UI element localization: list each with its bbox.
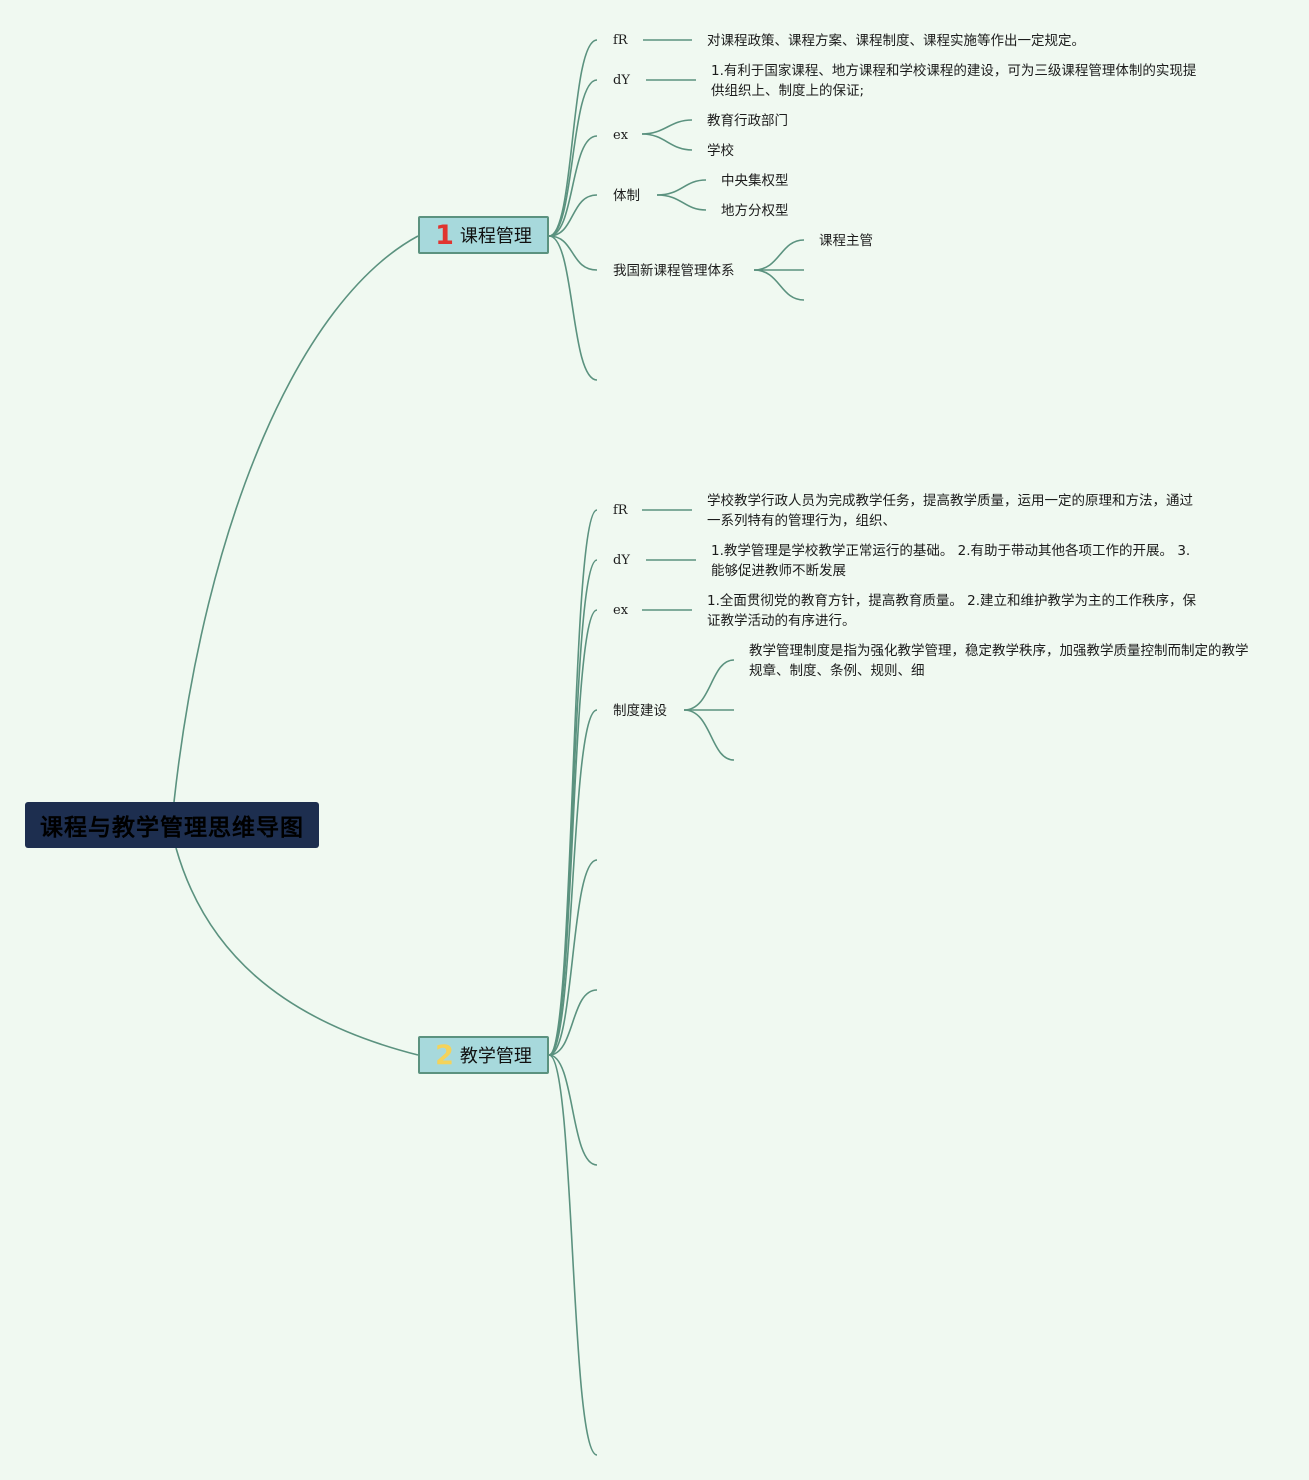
branch-course-management[interactable]: 1 课程管理 <box>418 216 549 254</box>
link-b1-system-c1 <box>753 239 805 271</box>
branch-teaching-management[interactable]: 2 教学管理 <box>418 1036 549 1074</box>
b1-ex-child-1[interactable]: 教育行政部门 <box>707 113 788 129</box>
b2-dY-label[interactable]: dY <box>613 553 630 568</box>
link-b2-dY <box>548 559 598 1056</box>
branch-title: 课程管理 <box>459 226 532 247</box>
b2-dY-text[interactable]: 1.教学管理是学校教学正常运行的基础。 2.有助于带动其他各项工作的开展。 3.… <box>711 543 1191 579</box>
link-b1-ex-c2 <box>641 133 693 151</box>
b1-ex-child-2[interactable]: 学校 <box>707 143 734 159</box>
b1-ex-label[interactable]: ex <box>613 128 629 143</box>
b1-dY-label[interactable]: dY <box>613 73 630 88</box>
b1-tizhi-label[interactable]: 体制 <box>613 188 640 204</box>
link-b1-tizhi-c1 <box>656 179 707 196</box>
link-root-branch1 <box>173 235 419 803</box>
link-b2-ex <box>548 609 598 1056</box>
link-b1-empty <box>548 235 598 381</box>
link-b2-zhidu <box>548 709 598 1056</box>
link-b2-zhidu-c1 <box>683 659 735 711</box>
b2-ex-text[interactable]: 1.全面贯彻党的教育方针，提高教育质量。 2.建立和维护教学为主的工作秩序，保证… <box>707 593 1197 629</box>
b2-fR-text[interactable]: 学校教学行政人员为完成教学任务，提高教学质量，运用一定的原理和方法，通过一系列特… <box>707 493 1193 529</box>
b2-zhidu-text[interactable]: 教学管理制度是指为强化教学管理，稳定教学秩序，加强教学质量控制而制定的教学规章、… <box>749 643 1249 679</box>
number-2-icon: 2 <box>435 1039 454 1071</box>
link-b2-empty3 <box>548 1054 598 1166</box>
link-b2-empty2 <box>548 989 598 1056</box>
b1-fR-text[interactable]: 对课程政策、课程方案、课程制度、课程实施等作出一定规定。 <box>707 33 1085 49</box>
link-b1-ex <box>548 135 598 237</box>
b1-dY-text[interactable]: 1.有利于国家课程、地方课程和学校课程的建设，可为三级课程管理体制的实现提供组织… <box>711 63 1197 99</box>
link-b2-zhidu-c3 <box>683 709 735 761</box>
link-b2-empty4 <box>548 1054 598 1456</box>
number-1-icon: 1 <box>435 219 454 251</box>
link-b1-ex-c1 <box>641 119 693 135</box>
branch-title: 教学管理 <box>459 1046 532 1067</box>
link-root-branch2 <box>175 847 419 1056</box>
b1-system-label[interactable]: 我国新课程管理体系 <box>613 263 735 279</box>
b1-system-child-1[interactable]: 课程主管 <box>819 233 873 249</box>
link-b1-dY <box>548 79 598 237</box>
b2-ex-label[interactable]: ex <box>613 603 629 618</box>
link-b1-system <box>548 235 598 271</box>
b1-fR-label[interactable]: fR <box>613 33 628 48</box>
link-b1-tizhi-c2 <box>656 194 707 211</box>
b1-tizhi-child-1[interactable]: 中央集权型 <box>721 173 789 189</box>
b2-zhidu-label[interactable]: 制度建设 <box>613 703 667 719</box>
link-b1-system-c3 <box>753 269 805 301</box>
link-b1-tizhi <box>548 194 598 237</box>
link-b2-empty1 <box>548 859 598 1056</box>
b1-tizhi-child-2[interactable]: 地方分权型 <box>721 203 789 219</box>
root-topic[interactable]: 课程与教学管理思维导图 <box>25 802 319 848</box>
b2-fR-label[interactable]: fR <box>613 503 628 518</box>
